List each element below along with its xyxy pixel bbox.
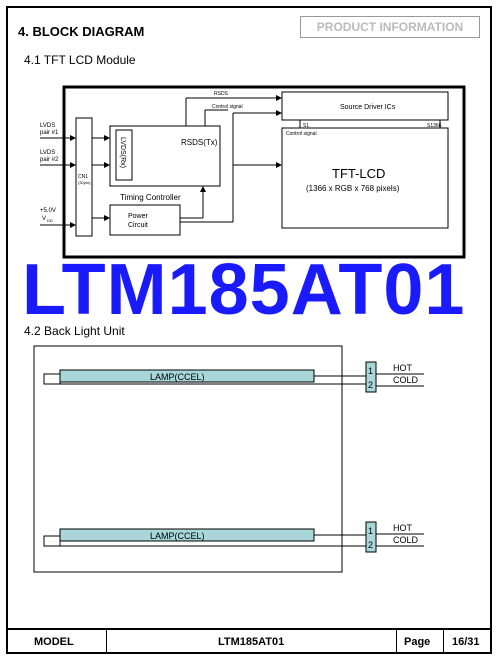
footer-divider <box>106 630 107 654</box>
tft-module-title: 4.1 TFT LCD Module <box>24 53 136 67</box>
lamp-bottom-label: LAMP(CCEL) <box>150 531 205 541</box>
rsds-tx-label: RSDS(Tx) <box>181 138 218 147</box>
cold-top: COLD <box>393 375 419 385</box>
product-info-badge: PRODUCT INFORMATION <box>300 16 480 38</box>
hot-top: HOT <box>393 363 413 373</box>
arrow-icon <box>200 186 206 192</box>
lvds-rx-label: LVDS(Rx) <box>119 137 126 168</box>
arrow-icon <box>70 162 76 168</box>
lvds1-label-a: LVDS <box>40 123 55 129</box>
diagram-outer-frame <box>62 85 466 259</box>
model-watermark: LTM185AT01 <box>22 250 466 330</box>
pin1-bottom: 1 <box>368 526 373 536</box>
backlight-title: 4.2 Back Light Unit <box>24 324 125 338</box>
footer-divider <box>443 630 444 654</box>
control-signal-panel-label: Control signal <box>286 131 317 137</box>
arrow-icon <box>276 162 282 168</box>
tft-lcd-panel <box>281 127 449 229</box>
power-circuit-label-a: Power <box>128 213 149 220</box>
footer-model-label: MODEL <box>34 636 74 648</box>
lvds1-label-b: pair #1 <box>40 130 59 136</box>
arrow-icon <box>104 162 110 168</box>
cold-bottom: COLD <box>393 535 419 545</box>
lamp-bottom-end <box>43 535 61 547</box>
footer: MODEL LTM185AT01 Page 16/31 <box>6 628 492 654</box>
footer-divider <box>396 630 397 654</box>
arrow-icon <box>104 135 110 141</box>
arrow-icon <box>70 135 76 141</box>
pin2-bottom: 2 <box>368 540 373 550</box>
footer-page-label: Page <box>404 636 431 648</box>
arrow-icon <box>276 110 282 116</box>
pin2-top: 2 <box>368 380 373 390</box>
lvds-rx-box <box>115 129 133 181</box>
lvds2-label-a: LVDS <box>40 150 55 156</box>
arrow-icon <box>276 95 282 101</box>
arrow-icon <box>70 222 76 228</box>
connector-top <box>365 361 377 393</box>
s1-label: S1 <box>303 123 309 129</box>
footer-model-value: LTM185AT01 <box>218 636 285 648</box>
lamp-top-label: LAMP(CCEL) <box>150 372 205 382</box>
hot-bottom: HOT <box>393 523 413 533</box>
tft-lcd-label: TFT-LCD <box>332 166 385 181</box>
lvds2-label-b: pair #2 <box>40 157 59 163</box>
tft-res-label: (1366 x RGB x 768 pixels) <box>306 184 400 193</box>
backlight-frame <box>33 345 343 573</box>
source-driver-label: Source Driver ICs <box>340 104 396 111</box>
footer-page-value: 16/31 <box>452 636 480 648</box>
cn1-connector <box>75 117 93 237</box>
power-in-label: +5.0V <box>40 208 56 214</box>
power-in-sub2: DD <box>47 218 53 223</box>
timing-controller-label: Timing Controller <box>120 193 181 202</box>
lamp-top-end <box>43 373 61 385</box>
cn1-label: CN1 <box>78 174 88 180</box>
control-signal-top-label: Control signal <box>212 104 243 110</box>
power-circuit-box <box>109 204 181 236</box>
arrow-icon <box>104 215 110 221</box>
rsds-label: RSDS <box>214 91 229 97</box>
s1366-label: S1366 <box>427 123 442 129</box>
power-circuit-label-b: Circuit <box>128 222 148 229</box>
power-in-sub: V <box>42 216 46 222</box>
source-driver-box <box>281 91 449 121</box>
connector-bottom <box>365 521 377 553</box>
page-frame <box>6 6 492 654</box>
cn1-sub: (30pin) <box>78 180 91 185</box>
section-title: 4. BLOCK DIAGRAM <box>18 24 145 39</box>
pin1-top: 1 <box>368 366 373 376</box>
